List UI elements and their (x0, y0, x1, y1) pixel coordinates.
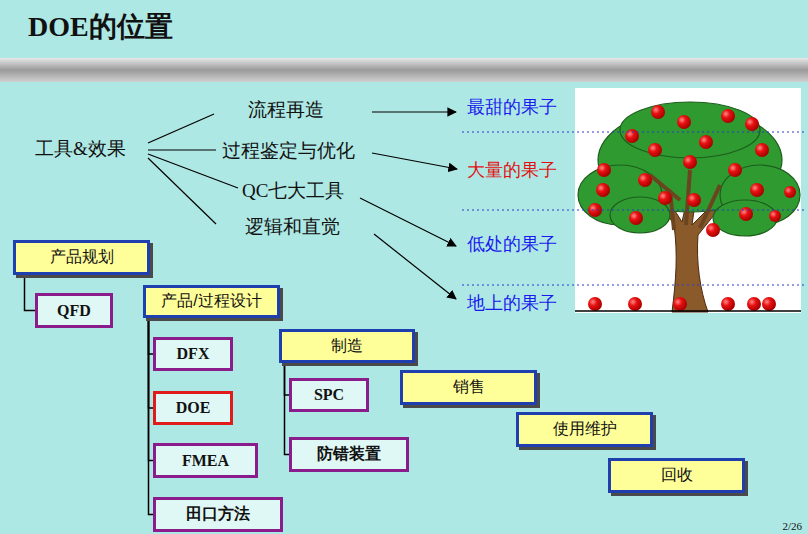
box-text: 使用维护 (553, 419, 617, 440)
tool-box: FMEA (153, 443, 258, 478)
page-title: DOE的位置 (28, 10, 173, 44)
stage-box: 产品/过程设计 (143, 285, 280, 318)
box-text: 销售 (453, 377, 485, 398)
stage-box: 回收 (608, 458, 745, 493)
tree-connector (25, 275, 36, 311)
box-text: 产品/过程设计 (161, 291, 261, 312)
result-label: 大量的果子 (467, 160, 557, 182)
box-text: DFX (177, 345, 210, 363)
label: 过程鉴定与优化 (222, 140, 355, 163)
box-text: FMEA (182, 452, 229, 470)
stage-box: 产品规划 (13, 240, 150, 275)
box-text: DOE (176, 399, 211, 417)
label: 工具&效果 (35, 138, 126, 161)
tool-box: 防错装置 (289, 437, 409, 472)
title-bar (0, 58, 808, 82)
box-text: 产品规划 (50, 247, 114, 268)
box-text: 制造 (331, 336, 363, 357)
tool-box: QFD (35, 293, 113, 328)
result-label: 最甜的果子 (467, 97, 557, 119)
stage-box: 制造 (279, 329, 415, 363)
tool-box: DOE (153, 391, 233, 425)
tool-box: 田口方法 (153, 497, 283, 532)
box-text: 田口方法 (186, 504, 250, 525)
tool-box: DFX (153, 337, 233, 371)
box-text: 回收 (661, 465, 693, 486)
leader-lines (148, 112, 457, 299)
level-lines (462, 132, 805, 285)
result-label: 低处的果子 (467, 234, 557, 256)
label: 逻辑和直觉 (245, 216, 340, 239)
tool-box: SPC (289, 378, 369, 412)
box-text: 防错装置 (317, 444, 381, 465)
tree-picture (575, 88, 801, 313)
stage-box: 使用维护 (516, 412, 653, 447)
label: 流程再造 (248, 99, 324, 122)
label: QC七大工具 (242, 180, 344, 203)
result-label: 地上的果子 (467, 293, 557, 315)
stage-box: 销售 (400, 370, 537, 405)
page-number: 2/26 (782, 520, 802, 533)
box-text: SPC (314, 386, 344, 404)
box-text: QFD (57, 302, 91, 320)
